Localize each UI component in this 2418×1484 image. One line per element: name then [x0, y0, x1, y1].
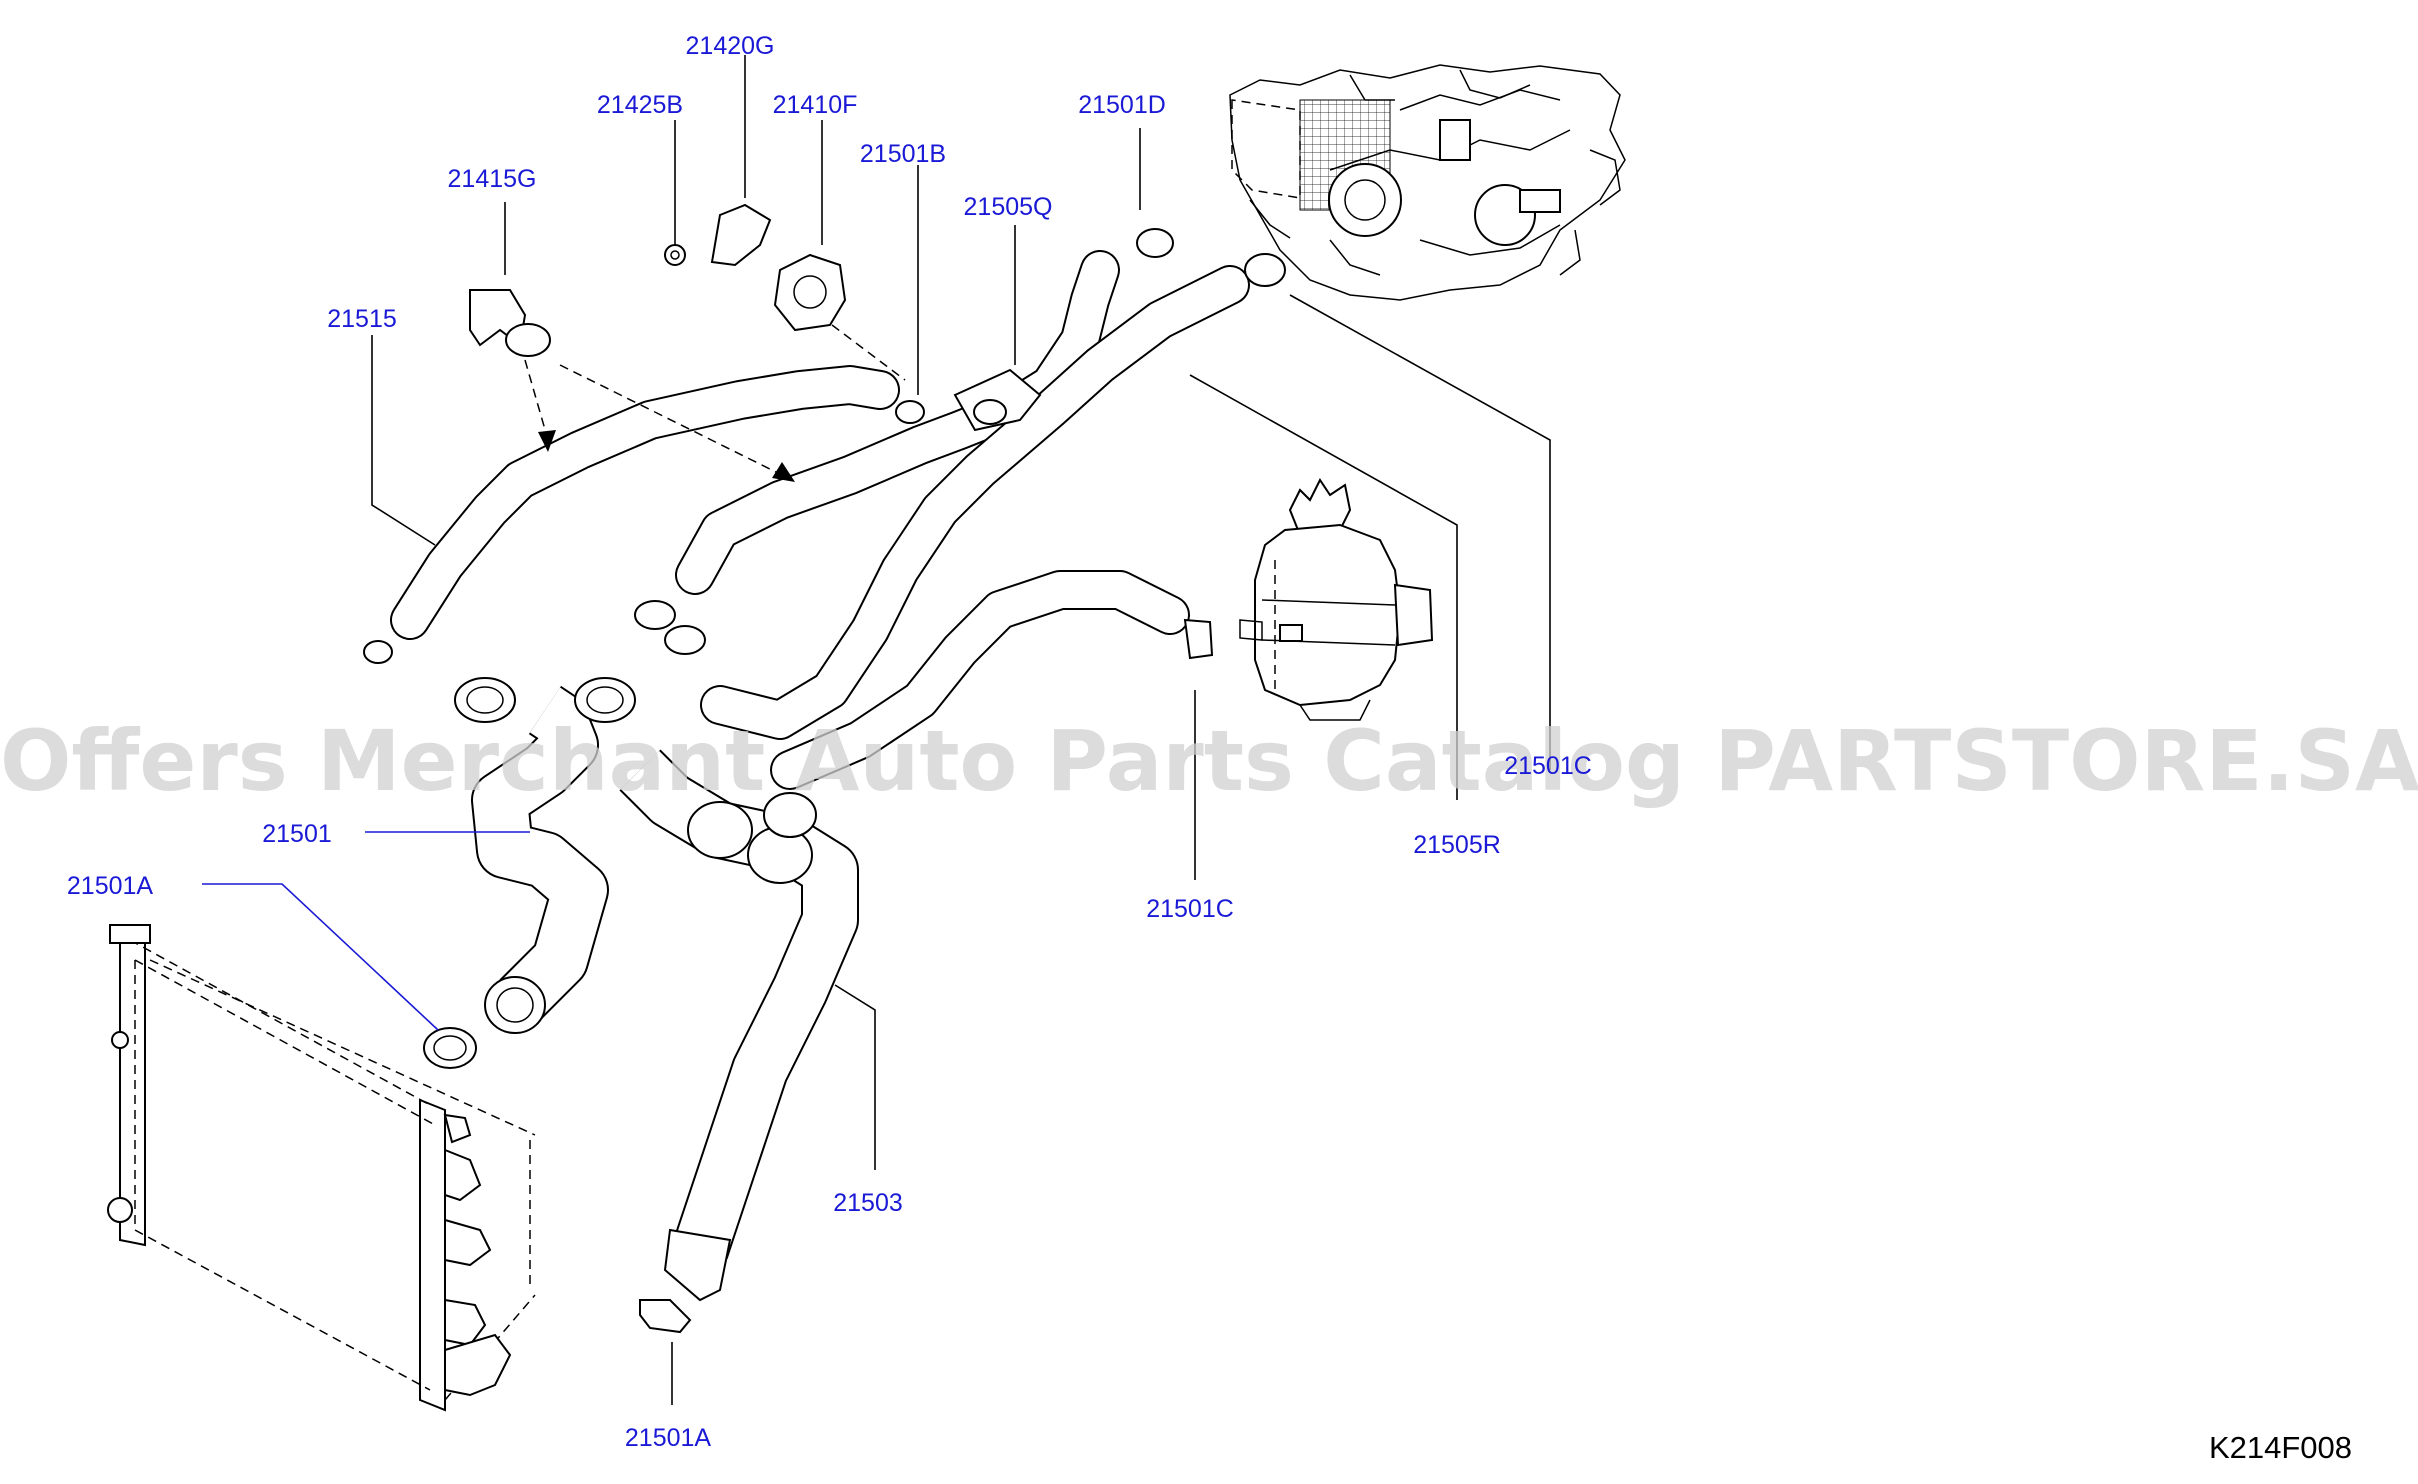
- diagram-code: K214F008: [2209, 1430, 2352, 1465]
- clamp-parts: [363, 203, 1286, 1334]
- reservoir-tank-illustration: [1239, 478, 1434, 721]
- part-labels: 21420G 21425B 21410F 21501D 21501B 21415…: [67, 32, 1592, 1452]
- part-label-21415g[interactable]: 21415G: [448, 165, 537, 193]
- part-label-21515[interactable]: 21515: [327, 305, 397, 333]
- part-label-21501c-lower[interactable]: 21501C: [1146, 895, 1234, 923]
- assembly-guide-lines: [524, 324, 906, 482]
- part-label-21505r[interactable]: 21505R: [1413, 831, 1501, 859]
- part-label-21425b[interactable]: 21425B: [597, 91, 683, 119]
- leader-lines: [202, 55, 1551, 1405]
- part-label-21501c-right[interactable]: 21501C: [1504, 752, 1592, 780]
- part-label-21505q[interactable]: 21505Q: [964, 193, 1053, 221]
- hose-reservoir: [770, 570, 1190, 790]
- hose-21505q: [675, 250, 1120, 595]
- hose-21515: [390, 365, 900, 640]
- part-label-21420g[interactable]: 21420G: [686, 32, 775, 60]
- part-label-21501[interactable]: 21501: [262, 820, 332, 848]
- part-label-21501a-top[interactable]: 21501A: [67, 872, 154, 900]
- engine-block-illustration: [1229, 64, 1626, 301]
- part-label-21501d[interactable]: 21501D: [1078, 91, 1166, 119]
- part-label-21503[interactable]: 21503: [833, 1189, 903, 1217]
- radiator-illustration: [107, 924, 536, 1412]
- hose-21505r: [700, 265, 1250, 740]
- part-label-21501b[interactable]: 21501B: [860, 140, 946, 168]
- watermark-text: Offers Merchant Auto Parts Catalog PARTS…: [0, 712, 2418, 810]
- part-label-21501a-bottom[interactable]: 21501A: [625, 1424, 712, 1452]
- hose-21501: [471, 685, 609, 1021]
- part-label-21410f[interactable]: 21410F: [773, 91, 858, 119]
